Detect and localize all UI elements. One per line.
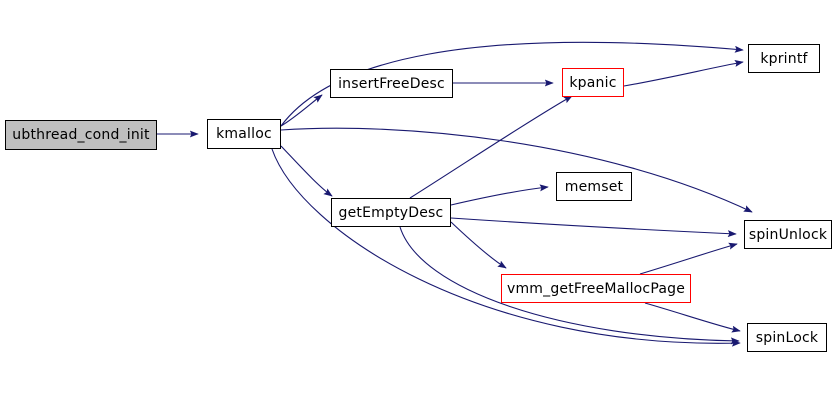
node-memset[interactable]: memset xyxy=(556,172,632,201)
edges xyxy=(157,41,753,347)
edge-kmalloc-to-spinLock xyxy=(271,148,741,347)
node-label-insertFreeDesc: insertFreeDesc xyxy=(338,75,445,92)
edge-getEmptyDesc-to-vmm_getFreeMallocPage xyxy=(450,221,507,269)
edge-vmm_getFreeMallocPage-to-spinLock xyxy=(644,302,741,333)
node-label-vmm_getFreeMallocPage: vmm_getFreeMallocPage xyxy=(506,280,686,297)
node-label-memset: memset xyxy=(564,178,624,195)
node-label-spinLock: spinLock xyxy=(755,329,819,346)
edge-kmalloc-to-spinUnlock xyxy=(280,127,753,213)
edge-getEmptyDesc-to-spinUnlock xyxy=(450,217,737,238)
edge-getEmptyDesc-to-kpanic xyxy=(409,95,573,199)
edge-kmalloc-to-getEmptyDesc xyxy=(280,145,333,197)
node-label-kmalloc: kmalloc xyxy=(216,126,272,142)
node-label-getEmptyDesc: getEmptyDesc xyxy=(338,204,444,221)
node-label-ubthread_cond_init: ubthread_cond_init xyxy=(12,127,150,143)
node-spinUnlock[interactable]: spinUnlock xyxy=(744,220,832,249)
node-spinLock[interactable]: spinLock xyxy=(747,323,827,352)
edge-kmalloc-to-kprintf xyxy=(280,41,744,127)
edge-kmalloc-to-insertFreeDesc xyxy=(280,94,323,127)
node-getEmptyDesc[interactable]: getEmptyDesc xyxy=(331,198,451,227)
node-kprintf[interactable]: kprintf xyxy=(748,44,820,73)
node-label-spinUnlock: spinUnlock xyxy=(748,226,828,243)
edge-getEmptyDesc-to-spinLock xyxy=(399,226,740,345)
node-vmm_getFreeMallocPage[interactable]: vmm_getFreeMallocPage xyxy=(501,274,691,303)
edge-vmm_getFreeMallocPage-to-spinUnlock xyxy=(639,242,738,275)
node-ubthread_cond_init[interactable]: ubthread_cond_init xyxy=(5,120,157,150)
node-insertFreeDesc[interactable]: insertFreeDesc xyxy=(330,69,453,98)
node-kmalloc[interactable]: kmalloc xyxy=(207,119,281,149)
node-label-kprintf: kprintf xyxy=(760,50,808,67)
edge-kpanic-to-kprintf xyxy=(623,60,744,87)
edge-getEmptyDesc-to-memset xyxy=(450,184,549,206)
node-kpanic[interactable]: kpanic xyxy=(562,68,624,97)
node-label-kpanic: kpanic xyxy=(569,74,617,91)
